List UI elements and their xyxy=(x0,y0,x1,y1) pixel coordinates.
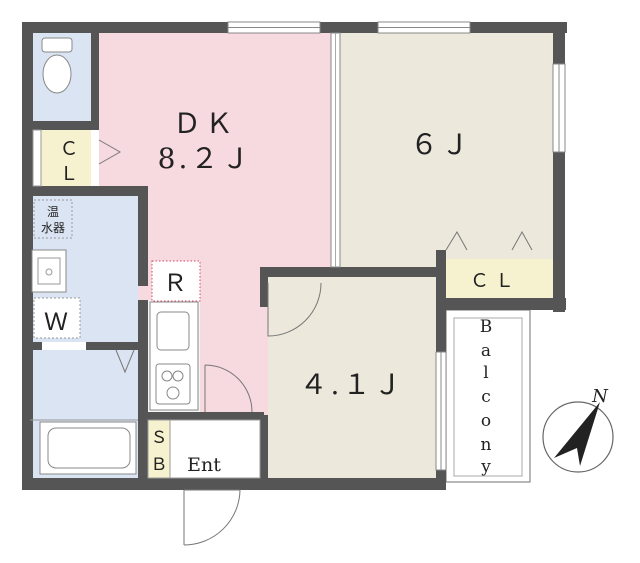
closet-left-floor xyxy=(41,130,91,186)
balcony-letter: a xyxy=(481,341,491,361)
balcony-inner xyxy=(453,317,523,477)
balcony-letter: n xyxy=(481,435,492,455)
washbasin xyxy=(31,249,67,293)
entrance-label: Ent xyxy=(187,454,221,476)
washer-box xyxy=(33,297,81,339)
closet-right-label: ＣＬ xyxy=(470,270,520,292)
bathtub xyxy=(39,421,137,475)
balcony-letter: y xyxy=(480,457,491,477)
closet-left-label-2: Ｌ xyxy=(59,163,78,185)
room-6j-label: ６Ｊ xyxy=(410,128,472,161)
closet-left-inner xyxy=(32,129,42,187)
balcony-letter: c xyxy=(481,387,491,407)
water-heater-box xyxy=(33,199,73,239)
water-heater-label-1: 温 xyxy=(47,205,59,219)
closet-left-label-1: Ｃ xyxy=(59,138,78,160)
shoe-box-label-1: Ｓ xyxy=(151,428,168,448)
compass-north-label: N xyxy=(591,386,609,407)
balcony-letter: o xyxy=(481,411,491,431)
room-4j-label: ４.１Ｊ xyxy=(300,368,405,401)
dk-size-label: 8.２Ｊ xyxy=(158,142,253,175)
room-4j-floor xyxy=(268,277,436,478)
room-6j-floor xyxy=(340,33,553,269)
toilet-fixture xyxy=(41,37,73,94)
balcony-letter: B xyxy=(480,317,493,337)
balcony-floor xyxy=(445,309,531,483)
compass: N xyxy=(542,386,614,473)
refrigerator-box xyxy=(151,260,201,302)
water-heater-label-2: 水器 xyxy=(41,221,65,235)
compass-arrow-icon xyxy=(554,402,600,466)
shoe-box-label-2: Ｂ xyxy=(151,455,168,475)
entrance-area xyxy=(169,419,261,479)
refrigerator-label: Ｒ xyxy=(163,269,187,297)
closet-right-floor xyxy=(446,259,553,299)
windows xyxy=(227,21,566,471)
dk-name-label: ＤＫ xyxy=(173,107,237,140)
kitchen-counter xyxy=(149,301,199,411)
balcony-letter: l xyxy=(483,363,488,383)
washer-label: Ｗ xyxy=(44,308,68,336)
balcony-label: B a l c o n y xyxy=(480,317,493,477)
